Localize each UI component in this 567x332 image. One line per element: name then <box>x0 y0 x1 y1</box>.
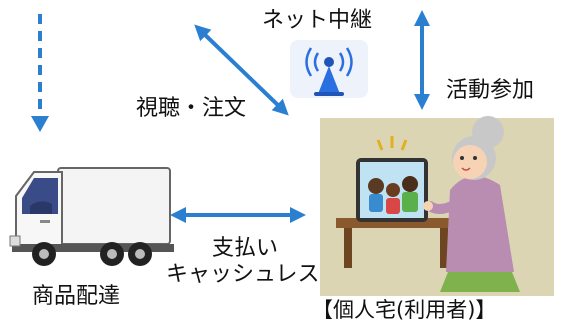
view-order-label: 視聴・注文 <box>136 96 247 121</box>
delivery-label: 商品配達 <box>32 284 121 309</box>
dashed-down-arrow <box>31 14 49 132</box>
sparkle-icon <box>376 136 408 151</box>
low-table <box>336 218 456 228</box>
cushion <box>440 272 520 292</box>
tablet-icon <box>356 158 428 222</box>
delivery-truck-icon <box>9 167 174 266</box>
home-user-scene <box>320 116 554 296</box>
activity-label: 活動参加 <box>446 78 535 103</box>
wifi-tower-icon <box>290 40 368 98</box>
payment-label: 支払い <box>212 236 279 261</box>
grandma-figure <box>423 116 514 272</box>
home-label: 【個人宅(利用者)】 <box>312 298 497 322</box>
view-order-arrow <box>194 24 289 116</box>
network-relay-label: ネット中継 <box>262 8 373 33</box>
cashless-label: キャッシュレス <box>166 262 320 287</box>
